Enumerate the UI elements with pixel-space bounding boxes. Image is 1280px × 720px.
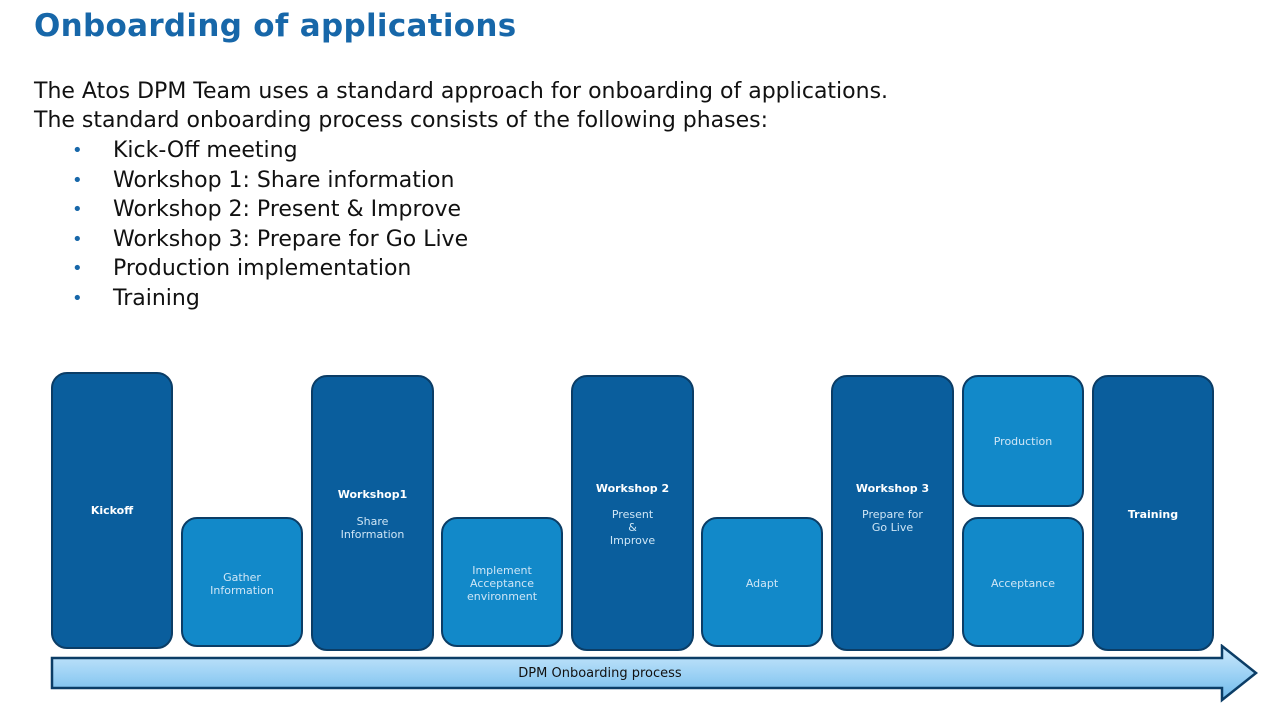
bullet-icon: • — [72, 199, 83, 220]
workshop3-title: Workshop 3 — [855, 482, 930, 495]
training-box: Training — [1092, 375, 1214, 651]
intro-line-1: The Atos DPM Team uses a standard approa… — [34, 79, 889, 104]
production-box: Production — [962, 375, 1084, 507]
list-item: • Training — [72, 284, 468, 314]
bullet-icon: • — [72, 140, 83, 161]
list-item: • Kick-Off meeting — [72, 136, 468, 166]
bullet-icon: • — [72, 287, 83, 309]
process-arrow-label: DPM Onboarding process — [518, 666, 682, 681]
kickoff-box: Kickoff — [51, 372, 173, 649]
kickoff-label: Kickoff — [90, 504, 134, 517]
workshop2-subtitle: Present&Improve — [609, 508, 656, 547]
workshop2-box: Workshop 2 Present&Improve — [571, 375, 694, 651]
list-item: • Workshop 2: Present & Improve — [72, 195, 468, 225]
bullet-icon: • — [72, 169, 83, 191]
list-item: • Workshop 3: Prepare for Go Live — [72, 225, 468, 255]
workshop1-title: Workshop1 — [337, 488, 408, 501]
phase-label: Workshop 2: Present & Improve — [113, 197, 462, 222]
phase-label: Workshop 3: Prepare for Go Live — [113, 226, 469, 252]
acceptance-label: Acceptance — [990, 577, 1056, 590]
phase-list: • Kick-Off meeting • Workshop 1: Share inf… — [72, 136, 468, 313]
production-label: Production — [993, 435, 1053, 448]
adapt-box: Adapt — [701, 517, 823, 647]
page-title: Onboarding of applications — [34, 8, 517, 44]
list-item: • Production implementation — [72, 254, 468, 284]
workshop2-title: Workshop 2 — [595, 482, 670, 495]
bullet-icon: • — [72, 258, 83, 279]
process-arrow — [50, 644, 1259, 703]
list-item: • Workshop 1: Share information — [72, 166, 468, 196]
acceptance-box: Acceptance — [962, 517, 1084, 647]
phase-label: Production implementation — [113, 256, 412, 281]
intro-line-2: The standard onboarding process consists… — [34, 108, 769, 133]
bullet-icon: • — [72, 228, 83, 250]
phase-label: Workshop 1: Share information — [113, 167, 455, 193]
adapt-label: Adapt — [745, 577, 779, 590]
phase-label: Kick-Off meeting — [113, 138, 298, 163]
training-label: Training — [1127, 508, 1179, 521]
phase-label: Training — [113, 285, 200, 311]
